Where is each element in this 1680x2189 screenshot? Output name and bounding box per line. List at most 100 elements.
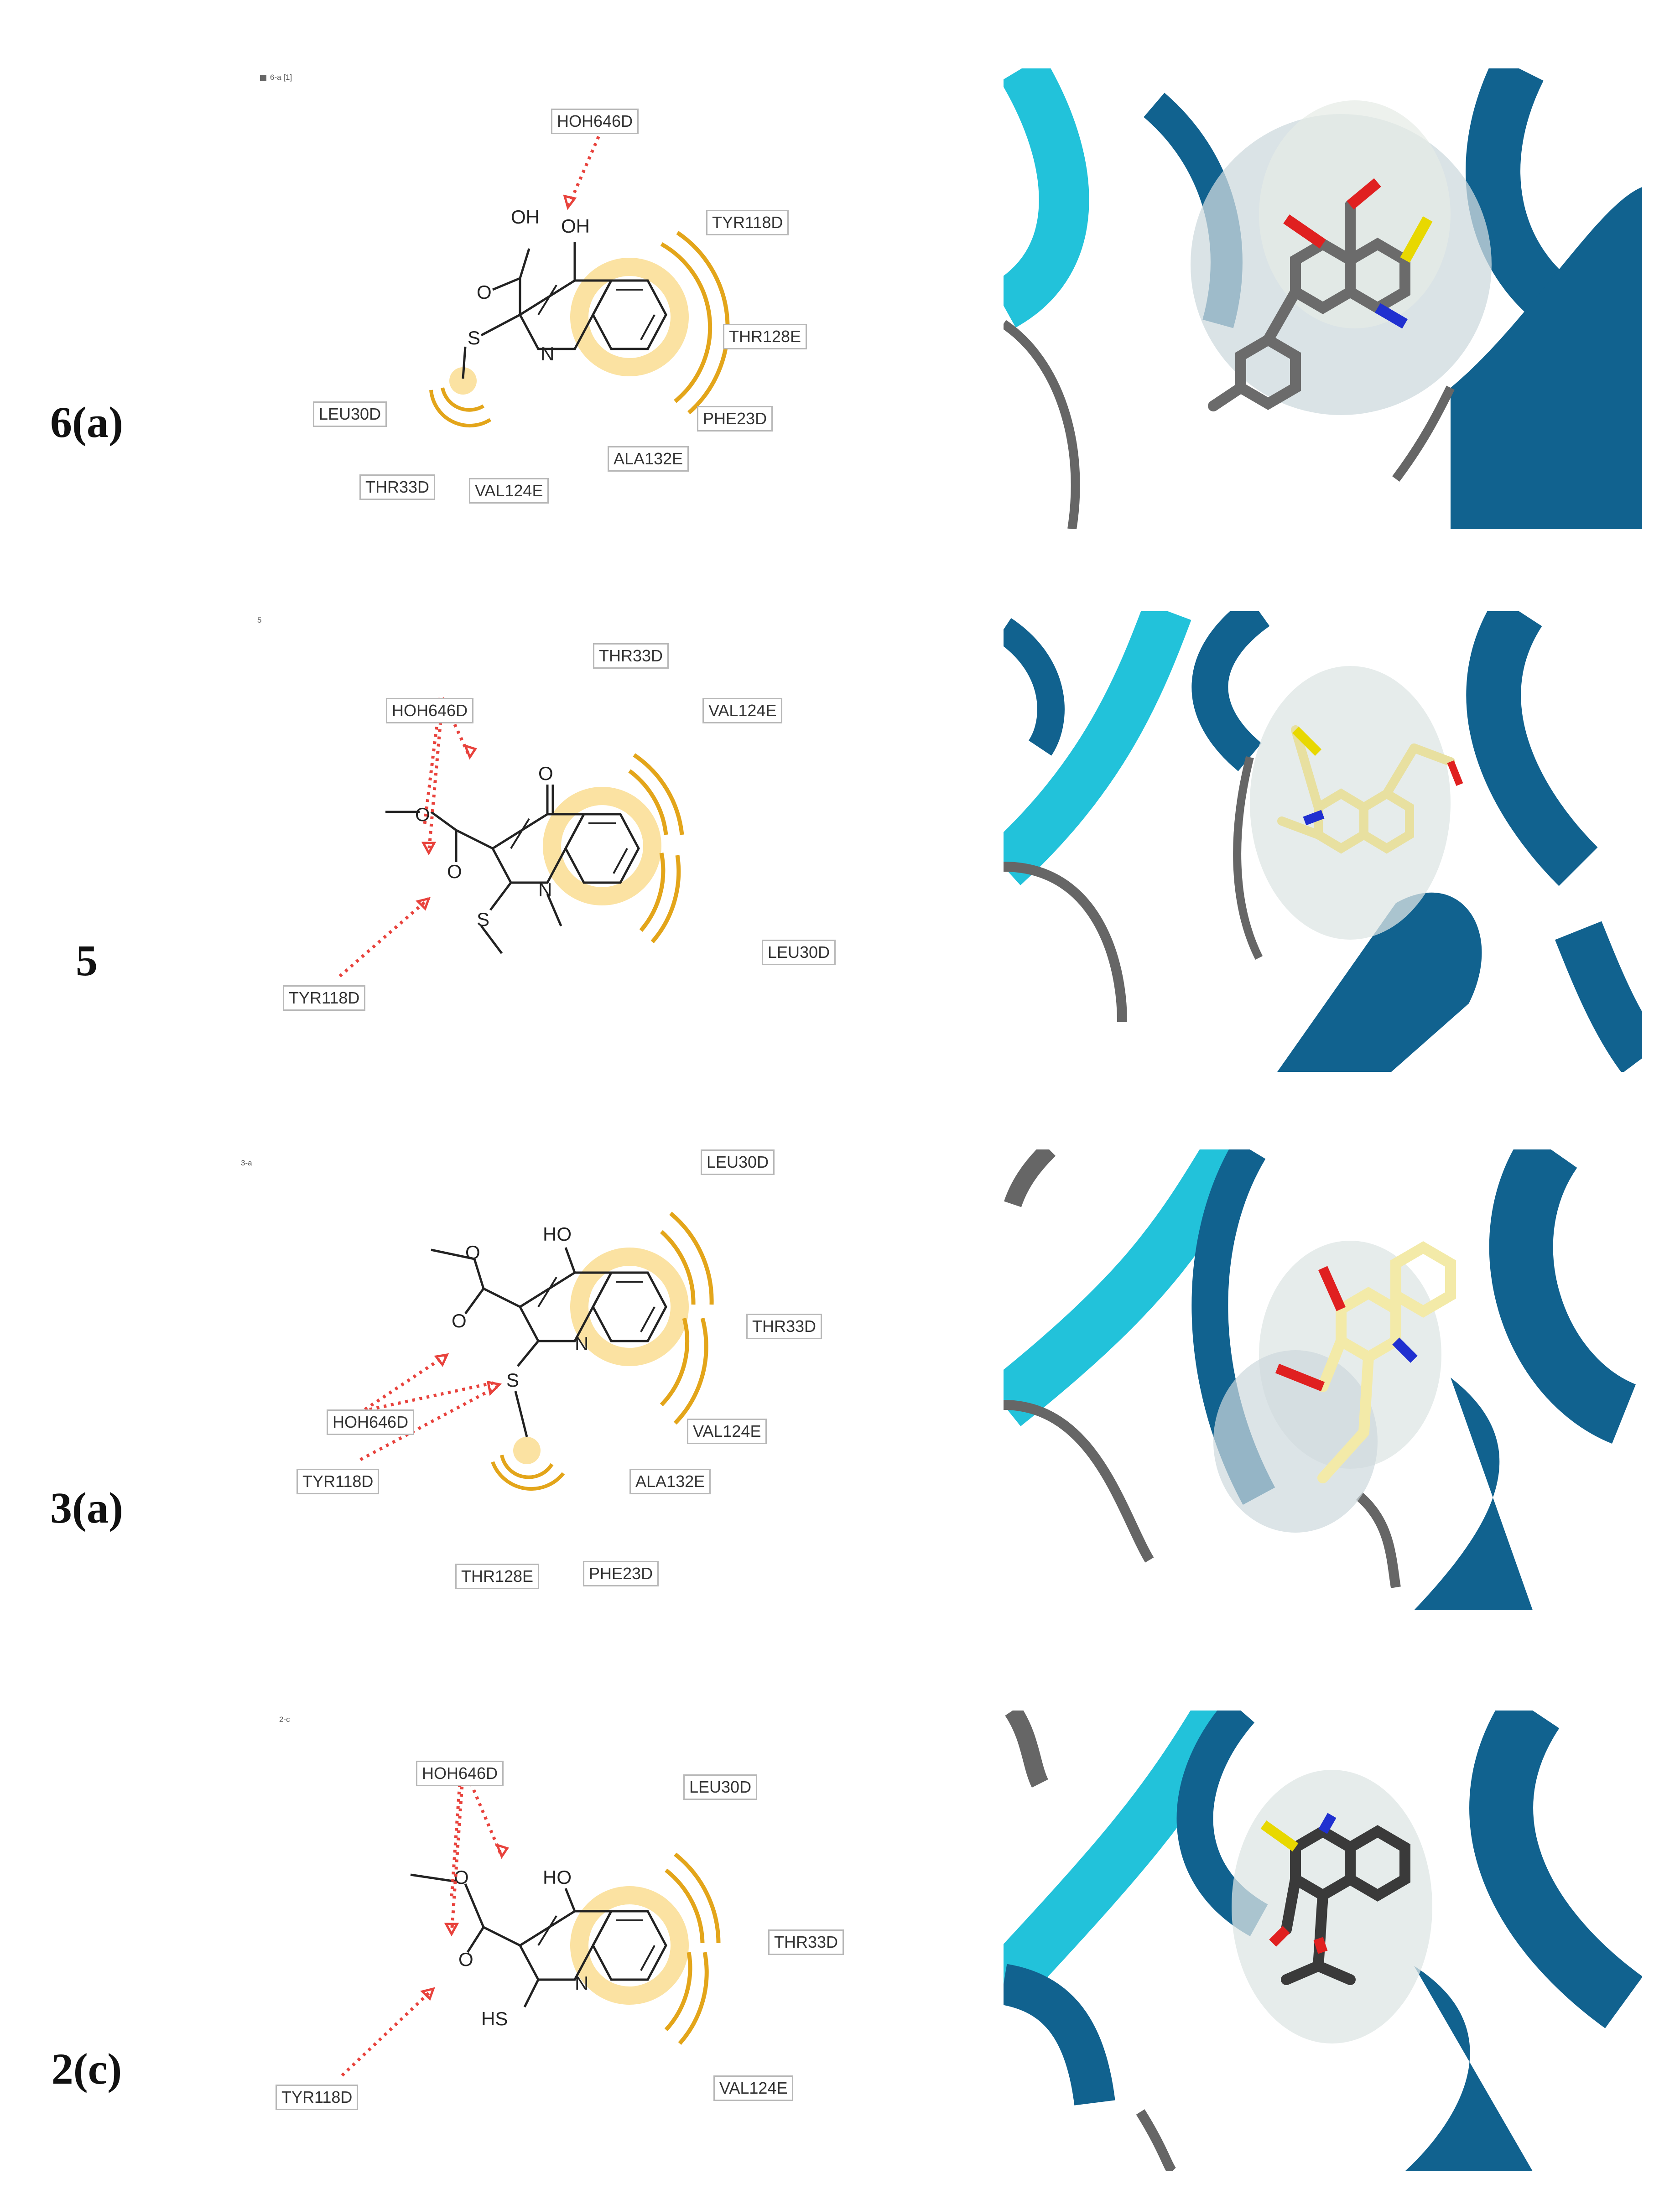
diagram-caption: 6-a [1] — [260, 73, 292, 82]
label-open-paren: ( — [72, 398, 87, 447]
panel-5: 5 5 O O O S N — [0, 579, 1680, 1081]
residue-tag: HOH646D — [416, 1761, 504, 1786]
bond-coh — [519, 248, 531, 279]
docking-3d-view — [1004, 68, 1642, 529]
panel-label: 6(a) — [27, 397, 146, 447]
residue-tag: HOH646D — [327, 1409, 415, 1435]
caption-text: 6-a [1] — [270, 73, 292, 82]
residue-tag: PHE23D — [583, 1561, 659, 1586]
bond-co — [492, 277, 520, 291]
residue-tag: ALA132E — [608, 446, 689, 472]
residue-tag: THR33D — [768, 1929, 844, 1955]
hbond-arrowhead — [563, 194, 577, 210]
hydrophobic-arc — [660, 242, 713, 403]
label-letter: a — [87, 398, 109, 447]
bond-s — [480, 313, 521, 337]
residue-tag: TYR118D — [706, 210, 789, 235]
diagram-caption: 3-a — [241, 1159, 252, 1168]
label-letter: c — [88, 2044, 108, 2093]
label-close-paren: ) — [109, 398, 123, 447]
label-number: 5 — [76, 936, 98, 985]
docking-3d-view — [1004, 611, 1642, 1072]
residue-tag: LEU30D — [701, 1149, 775, 1175]
caption-text: 5 — [257, 616, 262, 624]
panel-label: 3(a) — [27, 1482, 146, 1533]
hydrophobic-arc — [441, 387, 485, 412]
atom-o: O — [477, 281, 492, 303]
residue-tag: TYR118D — [276, 2085, 359, 2110]
docking-3d-view — [1004, 1149, 1642, 1610]
panel-3a: 3(a) 3-a HO O O S — [0, 1122, 1680, 1624]
interaction-diagram: 6-a [1] OH OH O S — [228, 41, 912, 543]
atom-o-ester: O — [465, 1242, 480, 1263]
interaction-diagram: 5 O O O S N — [228, 579, 912, 1081]
residue-tag: LEU30D — [313, 401, 387, 427]
caption-text: 2-c — [279, 1715, 290, 1724]
label-letter: a — [87, 1483, 109, 1532]
atom-o-carbonyl: O — [458, 1949, 473, 1970]
diagram-caption: 2-c — [279, 1715, 290, 1724]
residue-tag: THR33D — [359, 474, 436, 500]
residue-tag: THR33D — [746, 1314, 822, 1339]
interaction-diagram: 2-c HO O O HS N — [228, 1660, 912, 2162]
ligand-2d-svg: O O O S N — [338, 697, 684, 978]
residue-tag: THR128E — [723, 324, 807, 349]
bond-sme — [462, 346, 467, 379]
hydrophobic-halo-sulfur — [449, 367, 477, 395]
residue-tag: HOH646D — [551, 109, 639, 134]
hydrophobic-arc — [676, 231, 730, 415]
residue-tag: HOH646D — [386, 698, 474, 723]
atom-oh: OH — [561, 215, 590, 237]
panel-2c: 2(c) 2-c HO O O HS N — [0, 1660, 1680, 2171]
docking-render-svg — [1004, 1149, 1637, 1610]
label-number: 2 — [51, 2044, 73, 2093]
panel-6a: 6(a) 6-a [1] OH OH — [0, 41, 1680, 543]
hydrophobic-arc — [429, 390, 492, 428]
atom-o-carbonyl: O — [447, 861, 462, 882]
label-number: 3 — [50, 1483, 73, 1532]
atom-n: N — [575, 1333, 588, 1354]
atom-n: N — [538, 879, 552, 900]
atom-hs: HS — [481, 2008, 508, 2029]
ligand-2d-svg: HO O O HS N — [341, 1769, 721, 2077]
atom-oh-acid: OH — [511, 206, 540, 228]
ligand-2d-svg: HO O O S N — [359, 1211, 714, 1491]
diagram-caption: 5 — [257, 616, 261, 625]
residue-tag: LEU30D — [683, 1774, 758, 1800]
residue-tag: ALA132E — [629, 1469, 711, 1494]
atom-n: N — [541, 343, 554, 364]
residue-tag: THR128E — [455, 1564, 540, 1589]
atom-s: S — [477, 909, 489, 930]
label-number: 6 — [50, 398, 73, 447]
caption-text: 3-a — [241, 1159, 252, 1167]
atom-o-carbonyl: O — [452, 1310, 467, 1331]
interaction-diagram: 3-a HO O O S N — [228, 1122, 912, 1624]
atom-o: O — [538, 763, 553, 784]
atom-s: S — [506, 1369, 519, 1391]
label-close-paren: ) — [107, 2044, 122, 2093]
legend-square — [260, 74, 266, 81]
hbond-line — [566, 122, 606, 208]
label-open-paren: ( — [72, 1483, 87, 1532]
panel-label: 5 — [27, 935, 146, 986]
residue-tag: PHE23D — [697, 406, 773, 432]
docking-render-svg — [1004, 68, 1642, 529]
docking-3d-view — [1004, 1711, 1642, 2171]
residue-tag: VAL124E — [702, 698, 783, 723]
atom-n: N — [575, 1972, 588, 1994]
residue-tag: TYR118D — [296, 1469, 380, 1494]
double-bond — [640, 314, 655, 340]
panel-label: 2(c) — [27, 2043, 146, 2094]
ligand-2d-svg: OH OH O S N — [429, 122, 730, 428]
label-open-paren: ( — [73, 2044, 88, 2093]
atom-s: S — [468, 327, 480, 348]
residue-tag: LEU30D — [762, 940, 836, 965]
atom-o-ester: O — [454, 1867, 469, 1888]
residue-tag: VAL124E — [469, 478, 549, 504]
hydrophobic-halo — [570, 258, 689, 376]
benzene-ring — [592, 279, 667, 350]
label-close-paren: ) — [109, 1483, 123, 1532]
residue-tag: VAL124E — [687, 1419, 767, 1444]
docking-render-svg — [1004, 611, 1642, 1072]
double-bond — [537, 284, 557, 316]
